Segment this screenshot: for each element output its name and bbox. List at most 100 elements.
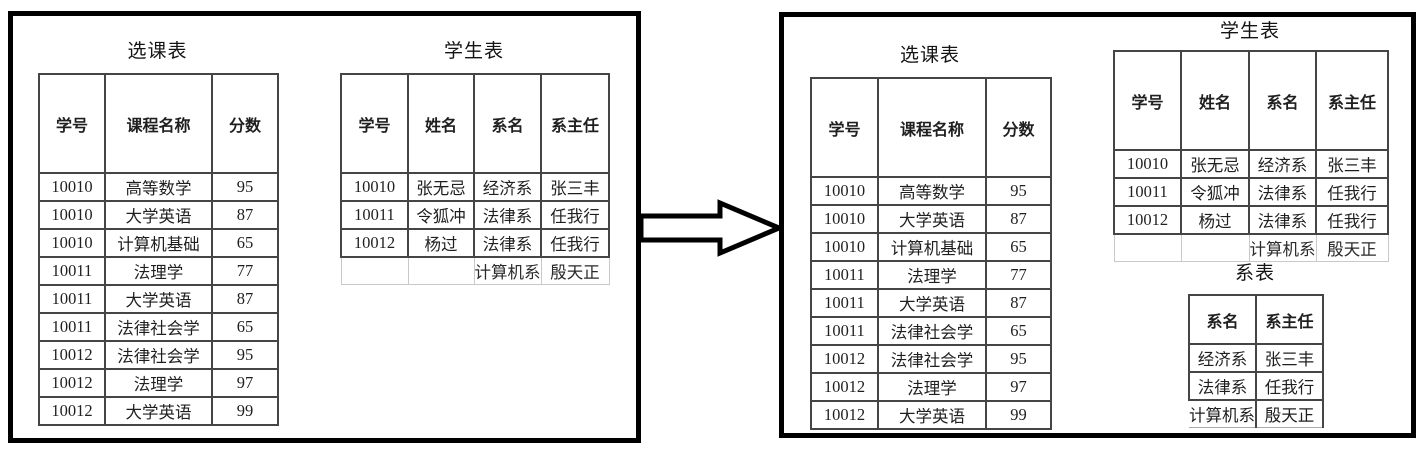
cell: 10010	[340, 172, 409, 202]
header-cell: 分数	[985, 77, 1052, 178]
cell: 法律系	[1248, 205, 1317, 235]
header-cell: 系名	[1188, 294, 1257, 345]
cell: 殷天正	[1315, 233, 1389, 262]
cell: 65	[211, 228, 279, 258]
cell: 10011	[340, 200, 409, 230]
cell: 10012	[810, 372, 879, 402]
cell: 10012	[340, 228, 409, 258]
cell: 计算机基础	[104, 228, 213, 258]
cell: 计算机系	[1248, 233, 1317, 262]
cell: 10011	[810, 316, 879, 346]
cell: 95	[985, 344, 1052, 374]
cell: 计算机基础	[877, 232, 987, 262]
header-cell: 学号	[1113, 50, 1182, 151]
cell: 10010	[810, 232, 879, 262]
cell: 77	[211, 256, 279, 286]
block-arrow-right-icon	[638, 199, 784, 257]
header-row: 学号课程名称分数	[38, 73, 279, 174]
cell: 法律系	[473, 200, 542, 230]
cell: 10010	[1113, 149, 1182, 179]
arrow-shape	[638, 199, 784, 257]
cell: 10010	[810, 204, 879, 234]
cell: 法理学	[877, 260, 987, 290]
cell: 大学英语	[877, 400, 987, 430]
overflow-row: 计算机系殷天正	[340, 256, 610, 285]
cell: 10010	[810, 176, 879, 206]
header-cell: 学号	[340, 73, 409, 174]
cell: 65	[985, 232, 1052, 262]
table-row: 经济系张三丰	[1188, 343, 1324, 373]
cell: 10011	[810, 288, 879, 318]
cell: 95	[211, 172, 279, 202]
cell: 法理学	[877, 372, 987, 402]
cell: 10012	[810, 344, 879, 374]
cell: 10012	[1113, 205, 1182, 235]
cell: 任我行	[1315, 177, 1389, 207]
header-row: 系名系主任	[1188, 294, 1324, 345]
dept-table: 系名系主任经济系张三丰法律系任我行计算机系殷天正	[1188, 294, 1324, 428]
header-cell: 系主任	[540, 73, 610, 174]
header-cell: 姓名	[1180, 50, 1250, 151]
cell: 95	[985, 176, 1052, 206]
student-table-title: 学生表	[443, 41, 504, 62]
cell: 张无忌	[1180, 149, 1250, 179]
header-cell: 系主任	[1255, 294, 1324, 345]
header-cell: 分数	[211, 73, 279, 174]
cell: 97	[211, 368, 279, 398]
cell: 法律社会学	[877, 316, 987, 346]
cell: 10012	[38, 396, 106, 426]
cell: 95	[211, 340, 279, 370]
cell: 10012	[38, 368, 106, 398]
cell: 87	[211, 284, 279, 314]
table-row: 法律系任我行	[1188, 371, 1324, 401]
cell: 大学英语	[104, 396, 213, 426]
cell: 张三丰	[540, 172, 610, 202]
cell: 杨过	[1180, 205, 1250, 235]
cell: 65	[985, 316, 1052, 346]
cell: 10010	[38, 200, 106, 230]
header-cell: 系主任	[1315, 50, 1389, 151]
header-row: 学号姓名系名系主任	[340, 73, 610, 174]
cell: 法律系	[1248, 177, 1317, 207]
cell: 张三丰	[1255, 343, 1324, 373]
cell: 张三丰	[1315, 149, 1389, 179]
header-cell: 姓名	[407, 73, 475, 174]
cell: 任我行	[1315, 205, 1389, 235]
cell	[1180, 233, 1250, 262]
cell: 殷天正	[540, 256, 610, 285]
cell: 法理学	[104, 368, 213, 398]
cell: 高等数学	[877, 176, 987, 206]
cell: 99	[985, 400, 1052, 430]
cell: 任我行	[1255, 371, 1324, 401]
header-cell: 系名	[1248, 50, 1317, 151]
overflow-row: 计算机系殷天正	[1113, 233, 1389, 262]
cell: 经济系	[1188, 343, 1257, 373]
cell: 法律社会学	[104, 312, 213, 342]
cell: 10011	[38, 256, 106, 286]
cell: 10010	[38, 228, 106, 258]
cell: 10011	[38, 284, 106, 314]
cell: 大学英语	[104, 284, 213, 314]
cell: 杨过	[407, 228, 475, 258]
cell: 计算机系	[1189, 399, 1257, 428]
header-cell: 课程名称	[104, 73, 213, 174]
cell: 法律社会学	[877, 344, 987, 374]
